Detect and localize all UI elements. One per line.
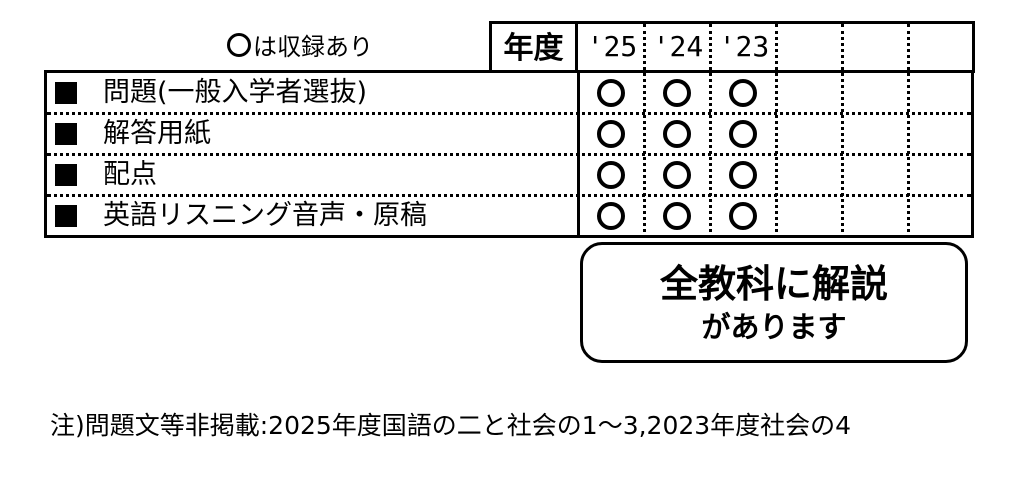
callout-box: 全教科に解説 があります bbox=[580, 242, 968, 363]
row-divider bbox=[47, 153, 971, 156]
row-label: 問題(一般入学者選抜) bbox=[103, 77, 368, 108]
row-divider bbox=[47, 112, 971, 115]
row-label: 配点 bbox=[103, 159, 157, 190]
bullet-square-icon bbox=[55, 164, 77, 186]
year-column-divider bbox=[907, 24, 910, 238]
bullet-square-icon bbox=[55, 123, 77, 145]
recorded-circle-icon bbox=[729, 202, 757, 230]
recorded-circle-icon bbox=[597, 120, 625, 148]
year-column-divider bbox=[643, 24, 646, 238]
callout-subtitle: があります bbox=[701, 310, 847, 344]
row-label: 英語リスニング音声・原稿 bbox=[103, 200, 427, 231]
recorded-circle-icon bbox=[729, 79, 757, 107]
footnote: 注)問題文等非掲載:2025年度国語の二と社会の1〜3,2023年度社会の4 bbox=[50, 411, 852, 440]
bullet-square-icon bbox=[55, 82, 77, 104]
year-column-divider bbox=[709, 24, 712, 238]
legend-text: は収録あり bbox=[253, 33, 373, 61]
table-row: 配点 bbox=[47, 155, 577, 195]
year-cell-25: '25 bbox=[586, 30, 638, 63]
table-row: 英語リスニング音声・原稿 bbox=[47, 196, 577, 236]
recorded-circle-icon bbox=[597, 79, 625, 107]
legend-circle-icon bbox=[227, 33, 251, 57]
year-cell-23: '23 bbox=[718, 30, 770, 63]
recorded-circle-icon bbox=[729, 120, 757, 148]
callout-title: 全教科に解説 bbox=[659, 262, 888, 306]
recorded-circle-icon bbox=[663, 79, 691, 107]
table-row: 解答用紙 bbox=[47, 114, 577, 154]
recorded-circle-icon bbox=[597, 161, 625, 189]
recorded-circle-icon bbox=[663, 120, 691, 148]
year-column-divider bbox=[775, 24, 778, 238]
year-cell-24: '24 bbox=[652, 30, 704, 63]
row-label: 解答用紙 bbox=[103, 118, 211, 149]
header-box: 年度 bbox=[489, 21, 975, 73]
row-divider bbox=[47, 194, 971, 197]
table-row: 問題(一般入学者選抜) bbox=[47, 73, 577, 113]
bullet-square-icon bbox=[55, 205, 77, 227]
recorded-circle-icon bbox=[663, 161, 691, 189]
recorded-circle-icon bbox=[597, 202, 625, 230]
legend-note: は収録あり bbox=[150, 30, 450, 64]
recorded-circle-icon bbox=[729, 161, 757, 189]
year-header-label: 年度 bbox=[492, 24, 578, 73]
recorded-circle-icon bbox=[663, 202, 691, 230]
table-frame bbox=[44, 70, 974, 238]
year-column-divider bbox=[841, 24, 844, 238]
